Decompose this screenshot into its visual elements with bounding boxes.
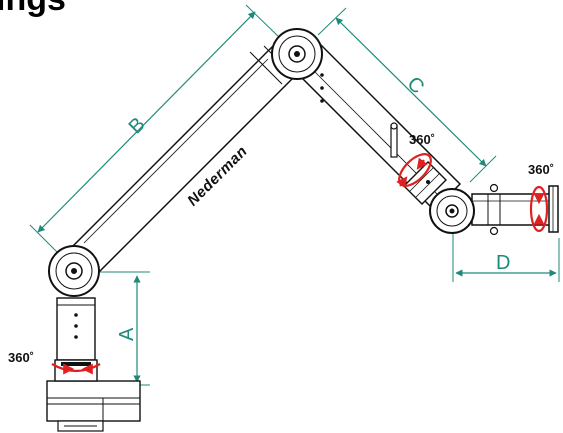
- lower-pivot-joint: [48, 245, 100, 297]
- rotation-indicator-swivel: 360˚: [396, 132, 435, 189]
- dimension-d: D: [452, 228, 560, 282]
- rotation-label-swivel: 360˚: [409, 132, 435, 147]
- dimension-d-label: D: [496, 252, 510, 274]
- lower-arm: Nederman: [60, 38, 307, 285]
- rotation-indicator-hood: 360˚: [528, 162, 554, 233]
- rotation-label-base: 360˚: [8, 350, 34, 365]
- end-pivot-joint: [429, 188, 475, 234]
- dimension-a: A: [98, 271, 150, 386]
- rotation-indicator-base: 360˚: [8, 350, 101, 375]
- floor-base: [46, 380, 141, 432]
- dimension-c-label: C: [403, 73, 429, 99]
- elbow-joint: [271, 28, 323, 80]
- dimension-a-label: A: [116, 327, 138, 341]
- page-heading: ings: [0, 0, 66, 18]
- dimension-b-label: B: [125, 113, 150, 138]
- rotation-label-hood: 360˚: [528, 162, 554, 177]
